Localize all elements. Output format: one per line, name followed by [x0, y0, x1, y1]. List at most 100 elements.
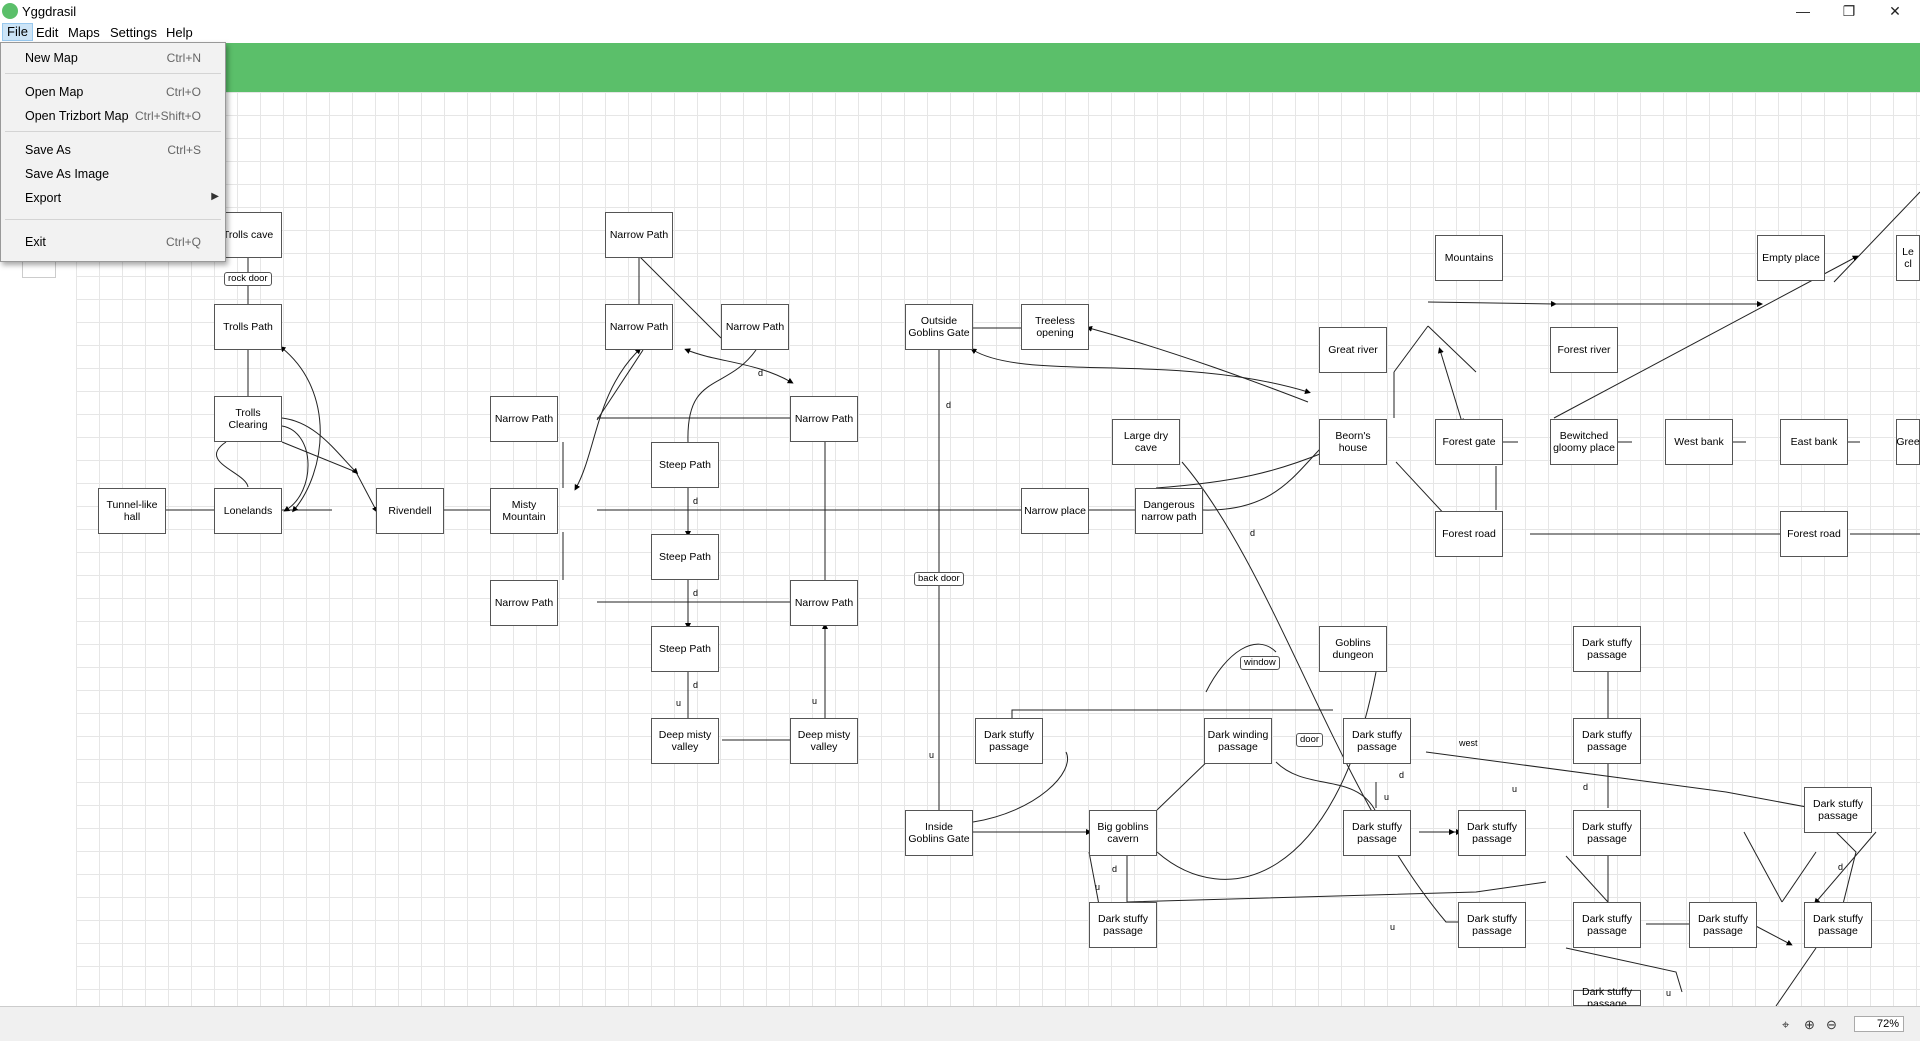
menu-settings[interactable]: Settings — [110, 25, 157, 40]
menu-bar: File Edit Maps Settings Help — [0, 22, 1920, 42]
room[interactable]: Deep misty valley — [651, 718, 719, 764]
menu-maps[interactable]: Maps — [68, 25, 100, 40]
room[interactable]: Tunnel-like hall — [98, 488, 166, 534]
room[interactable]: Treeless opening — [1021, 304, 1089, 350]
room[interactable]: East bank — [1780, 419, 1848, 465]
edge-label[interactable]: rock door — [224, 272, 272, 286]
room[interactable]: Deep misty valley — [790, 718, 858, 764]
room[interactable]: Trolls Path — [214, 304, 282, 350]
room[interactable]: Narrow Path — [605, 304, 673, 350]
menu-file[interactable]: File — [2, 23, 33, 41]
room[interactable]: Forest river — [1550, 327, 1618, 373]
room[interactable]: Dark stuffy passage — [975, 718, 1043, 764]
menu-item-exit[interactable]: Exit Ctrl+Q — [1, 231, 225, 253]
direction-label: u — [1666, 988, 1672, 998]
room[interactable]: Empty place — [1757, 235, 1825, 281]
edge-label[interactable]: window — [1240, 656, 1280, 670]
menu-item-shortcut: Ctrl+Q — [165, 235, 201, 249]
room[interactable]: Narrow Path — [490, 580, 558, 626]
room[interactable]: Dark stuffy passage — [1573, 718, 1641, 764]
edge-label[interactable]: door — [1296, 733, 1324, 747]
zoom-in-icon[interactable]: ⊕ — [1804, 1017, 1815, 1032]
direction-label: d — [1250, 528, 1256, 538]
direction-label: d — [946, 400, 952, 410]
room[interactable]: Dark stuffy passage — [1573, 810, 1641, 856]
minimize-button[interactable]: — — [1796, 3, 1810, 19]
direction-label: d — [693, 496, 699, 506]
direction-label: u — [1390, 922, 1396, 932]
room[interactable]: Forest road — [1780, 511, 1848, 557]
zoom-out-icon[interactable]: ⊖ — [1826, 1017, 1837, 1032]
menu-edit[interactable]: Edit — [36, 25, 59, 40]
room[interactable]: Dark stuffy passage — [1804, 787, 1872, 833]
room[interactable]: Mountains — [1435, 235, 1503, 281]
room[interactable]: Large dry cave — [1112, 419, 1180, 465]
room[interactable]: Goblins dungeon — [1319, 626, 1387, 672]
center-view-icon[interactable]: ⌖ — [1782, 1017, 1790, 1032]
room[interactable]: Dark stuffy passage — [1573, 986, 1641, 1006]
menu-item-open-map[interactable]: Open Map Ctrl+O — [1, 81, 225, 103]
room[interactable]: Dark stuffy passage — [1343, 718, 1411, 764]
room[interactable]: Dark stuffy passage — [1343, 810, 1411, 856]
room[interactable]: Beorn's house — [1319, 419, 1387, 465]
menu-item-open-trizbort-map[interactable]: Open Trizbort Map Ctrl+Shift+O — [1, 105, 225, 127]
room[interactable]: Forest gate — [1435, 419, 1503, 465]
edge-label[interactable]: back door — [914, 572, 964, 586]
room[interactable]: Dark stuffy passage — [1804, 902, 1872, 948]
map-canvas[interactable]: Trolls cave Trolls Path Trolls Clearing … — [76, 92, 1920, 1006]
submenu-arrow-icon: ▶ — [211, 191, 219, 202]
room[interactable]: Dark stuffy passage — [1573, 626, 1641, 672]
direction-label: u — [1095, 882, 1101, 892]
room[interactable]: Big goblins cavern — [1089, 810, 1157, 856]
room[interactable]: Dark stuffy passage — [1089, 902, 1157, 948]
room[interactable]: Great river — [1319, 327, 1387, 373]
room[interactable]: Steep Path — [651, 534, 719, 580]
room[interactable]: Steep Path — [651, 442, 719, 488]
room[interactable]: Lonelands — [214, 488, 282, 534]
direction-label: d — [1112, 864, 1118, 874]
room[interactable]: Dangerous narrow path — [1135, 488, 1203, 534]
room[interactable]: Rivendell — [376, 488, 444, 534]
room[interactable]: Narrow Path — [605, 212, 673, 258]
room[interactable]: Narrow Path — [490, 396, 558, 442]
room[interactable]: Dark winding passage — [1204, 718, 1272, 764]
menu-separator — [5, 73, 221, 74]
title-bar: Yggdrasil — ❐ ✕ — [0, 0, 1920, 22]
room[interactable]: Forest road — [1435, 511, 1503, 557]
room[interactable]: Gree — [1896, 419, 1920, 465]
menu-item-label: Save As — [25, 143, 71, 157]
room[interactable]: Steep Path — [651, 626, 719, 672]
direction-label: d — [1583, 782, 1589, 792]
room[interactable]: Narrow Path — [721, 304, 789, 350]
room[interactable]: Narrow place — [1021, 488, 1089, 534]
menu-item-export[interactable]: Export ▶ — [1, 187, 225, 209]
room[interactable]: Narrow Path — [790, 580, 858, 626]
room[interactable]: Dark stuffy passage — [1458, 902, 1526, 948]
menu-item-new-map[interactable]: New Map Ctrl+N — [1, 47, 225, 69]
room[interactable]: Inside Goblins Gate — [905, 810, 973, 856]
room[interactable]: Dark stuffy passage — [1573, 902, 1641, 948]
menu-item-label: Open Map — [25, 85, 84, 99]
menu-help[interactable]: Help — [166, 25, 193, 40]
room[interactable]: Dark stuffy passage — [1689, 902, 1757, 948]
room[interactable]: Trolls Clearing — [214, 396, 282, 442]
menu-item-save-as-image[interactable]: Save As Image — [1, 163, 225, 185]
menu-item-label: Open Trizbort Map — [25, 109, 129, 123]
maximize-button[interactable]: ❐ — [1842, 3, 1856, 19]
room[interactable]: West bank — [1665, 419, 1733, 465]
file-menu-dropdown: New Map Ctrl+N Open Map Ctrl+O Open Triz… — [0, 42, 226, 262]
room[interactable]: Narrow Path — [790, 396, 858, 442]
menu-item-save-as[interactable]: Save As Ctrl+S — [1, 139, 225, 161]
close-button[interactable]: ✕ — [1889, 3, 1901, 19]
room[interactable]: Misty Mountain — [490, 488, 558, 534]
menu-item-label: Export — [25, 191, 62, 205]
direction-label: d — [693, 680, 699, 690]
menu-item-shortcut: Ctrl+N — [166, 51, 201, 65]
window-title: Yggdrasil — [22, 4, 77, 19]
room[interactable]: Outside Goblins Gate — [905, 304, 973, 350]
zoom-level-field[interactable]: 72% — [1854, 1016, 1904, 1032]
room[interactable]: Le cl — [1896, 235, 1920, 281]
room[interactable]: Bewitched gloomy place — [1550, 419, 1618, 465]
room[interactable]: Dark stuffy passage — [1458, 810, 1526, 856]
map-header-bar — [0, 43, 1920, 92]
